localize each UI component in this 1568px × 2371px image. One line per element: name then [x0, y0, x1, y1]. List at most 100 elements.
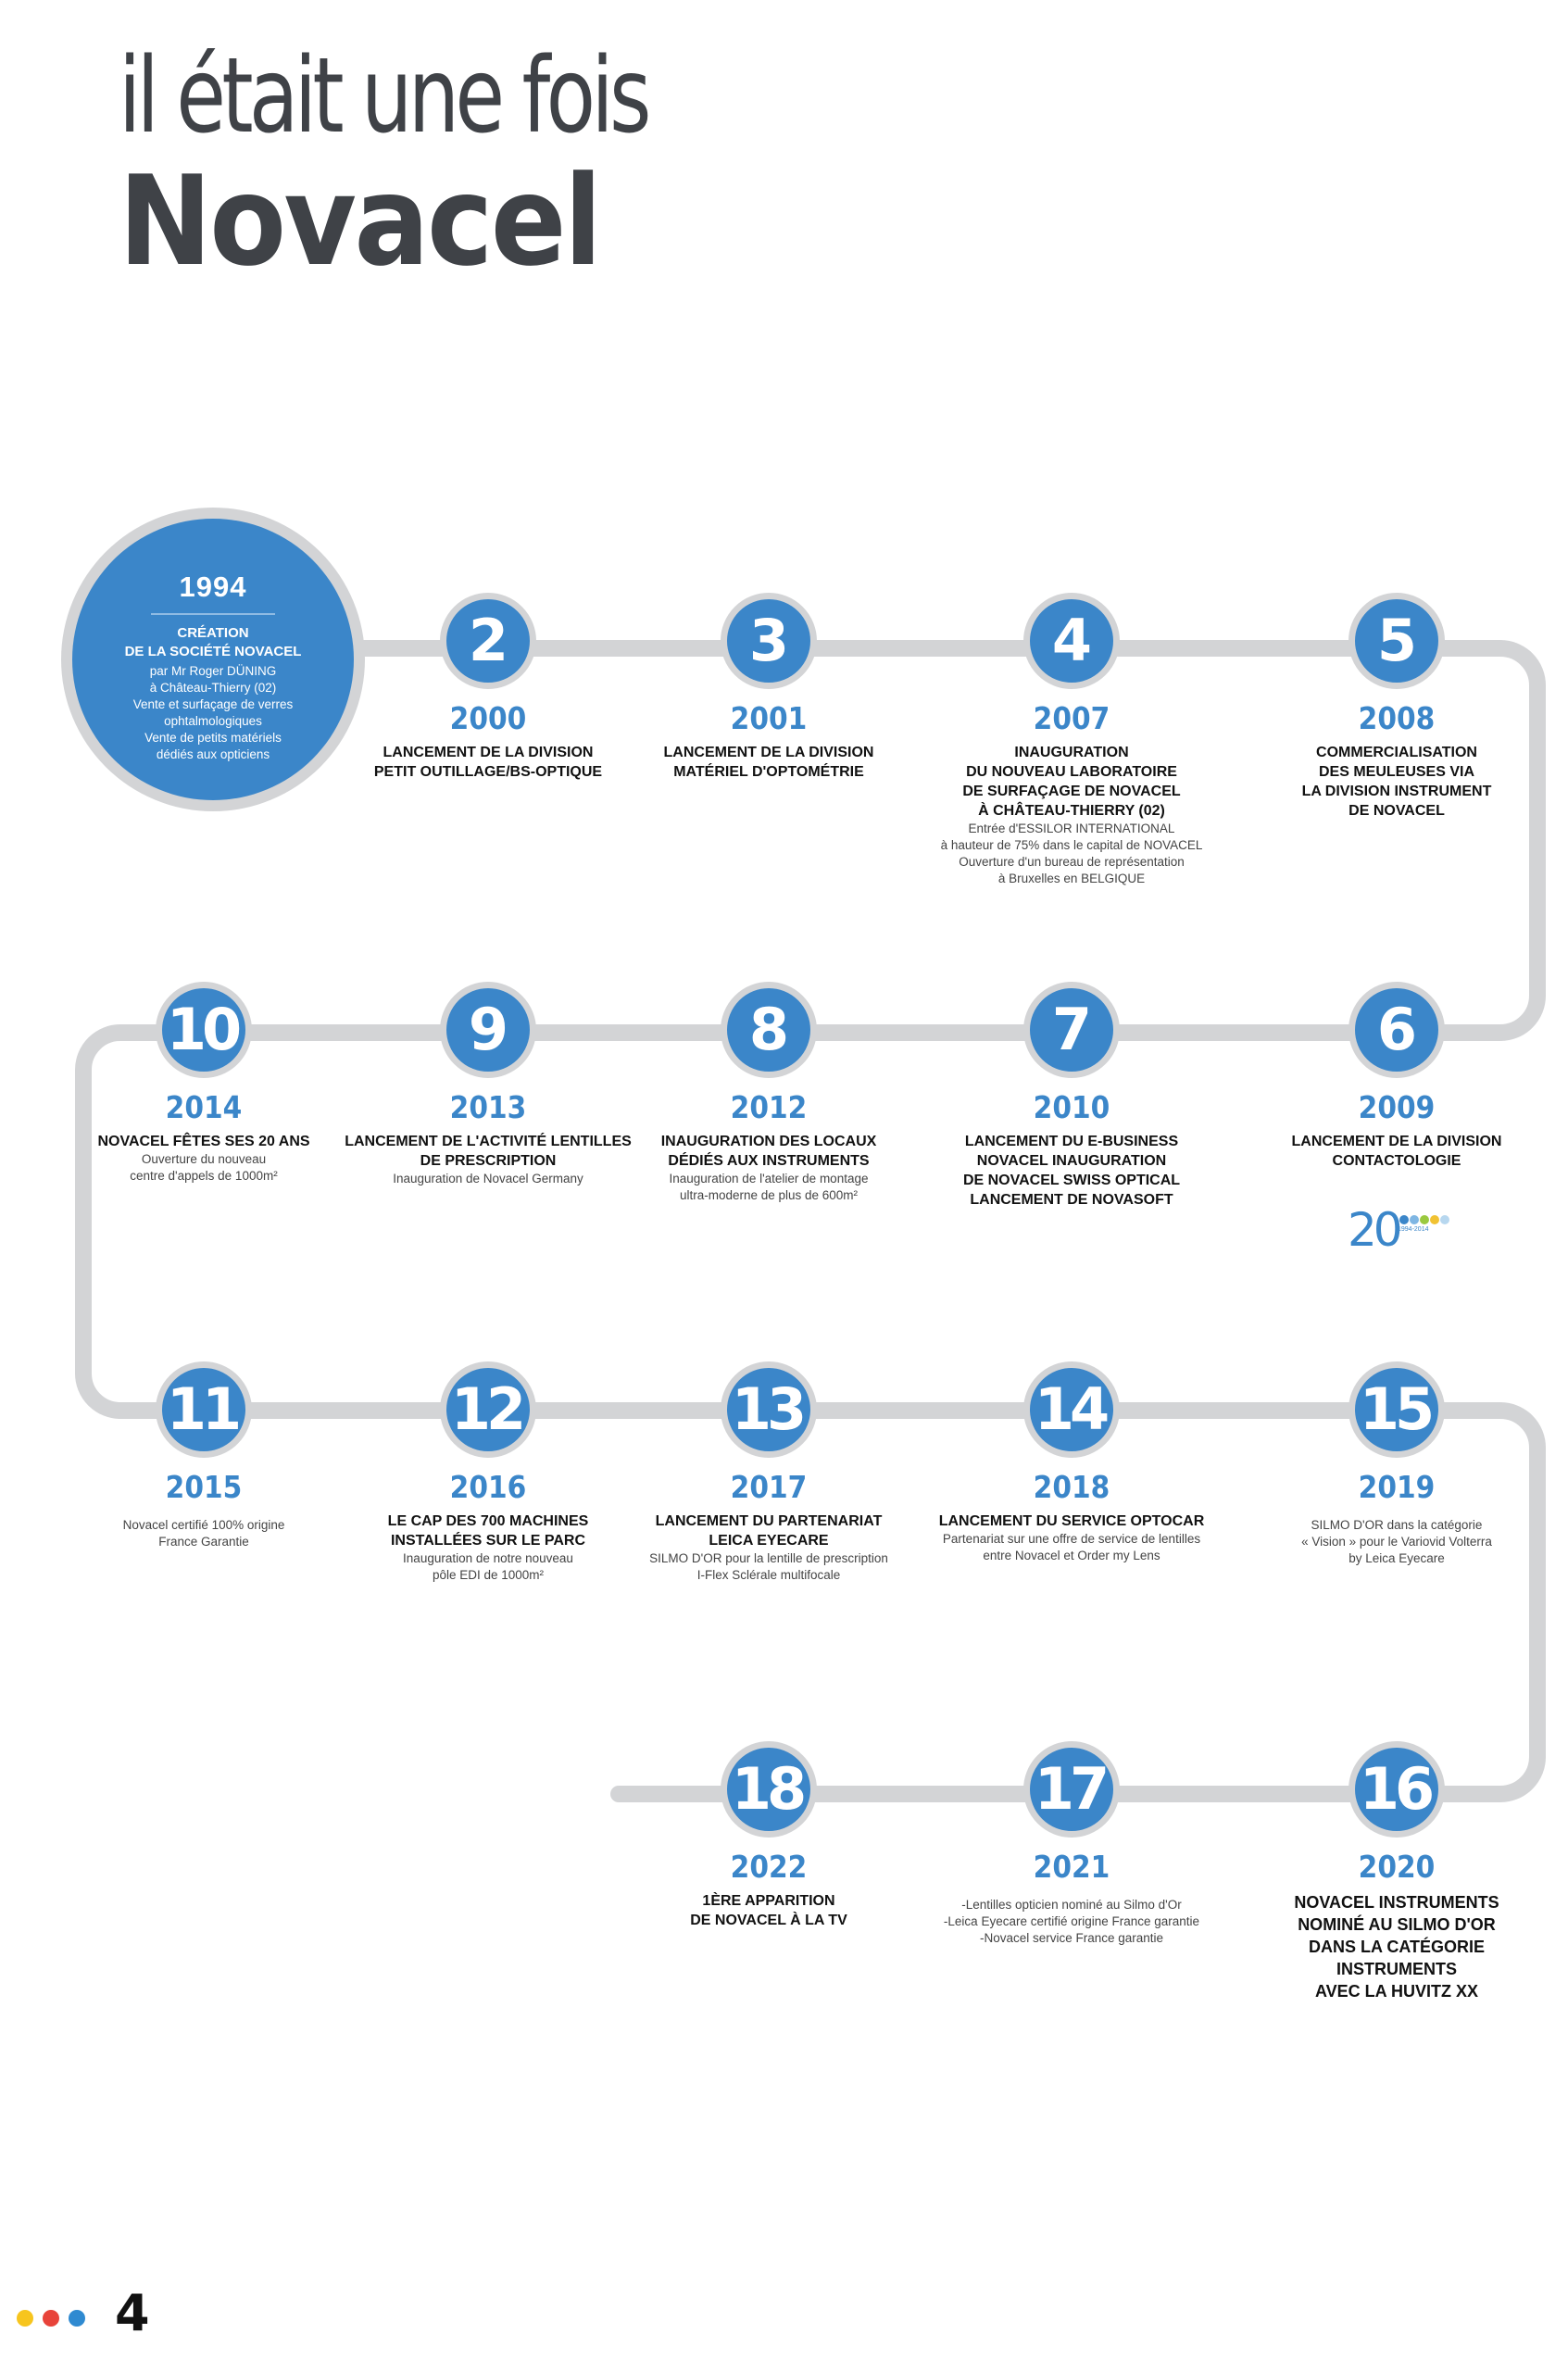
milestone-title-line: À CHÂTEAU-THIERRY (02): [978, 803, 1165, 819]
start-year: 1994: [179, 571, 247, 603]
milestone-desc-line: centre d'appels de 1000m²: [130, 1169, 278, 1183]
milestone-number-badge: 17: [1023, 1741, 1120, 1838]
milestone-title-line: CONTACTOLOGIE: [1332, 1153, 1461, 1169]
milestone-title-line: DANS LA CATÉGORIE: [1308, 1938, 1485, 1956]
milestone-description: SILMO D'OR pour la lentille de prescript…: [611, 1550, 926, 1584]
milestone-title-line: LANCEMENT DE L'ACTIVITÉ LENTILLES: [345, 1134, 632, 1149]
milestone-title-line: LANCEMENT DE LA DIVISION: [1291, 1134, 1502, 1149]
milestone-desc-line: Entrée d'ESSILOR INTERNATIONAL: [968, 822, 1175, 835]
milestone-desc-line: Inauguration de Novacel Germany: [393, 1172, 583, 1186]
milestone-desc-line: France Garantie: [158, 1535, 249, 1549]
milestone-title-line: LANCEMENT DU E-BUSINESS: [964, 1134, 1179, 1149]
start-title-line: CRÉATION: [177, 625, 249, 641]
start-title-line: DE LA SOCIÉTÉ NOVACEL: [124, 644, 302, 659]
logo-dot: [1410, 1215, 1419, 1224]
start-desc-line: à Château-Thierry (02): [149, 681, 277, 695]
milestone-year: 2012: [730, 1089, 808, 1125]
milestone-number-badge: 18: [721, 1741, 817, 1838]
milestone-title-line: INAUGURATION DES LOCAUX: [660, 1134, 877, 1149]
milestone-desc-line: SILMO D'OR dans la catégorie: [1311, 1518, 1483, 1532]
milestone-description: Ouverture du nouveau centre d'appels de 1…: [46, 1151, 361, 1185]
milestone-year: 2017: [730, 1469, 808, 1505]
milestone-description: Partenariat sur une offre de service de …: [914, 1531, 1229, 1564]
milestone-title-line: NOVACEL INSTRUMENTS: [1294, 1893, 1499, 1912]
milestone-year: 2022: [730, 1849, 808, 1885]
milestone-year: 2018: [1033, 1469, 1110, 1505]
logo-dot: [1430, 1215, 1439, 1224]
milestone-title-line: LANCEMENT DE NOVASOFT: [970, 1192, 1173, 1208]
milestone-title: NOVACEL FÊTES SES 20 ANS: [46, 1132, 361, 1151]
logo-dot: [1440, 1215, 1449, 1224]
milestone-desc-line: à hauteur de 75% dans le capital de NOVA…: [940, 838, 1203, 852]
milestone-year: 2015: [165, 1469, 243, 1505]
milestone-desc-line: pôle EDI de 1000m²: [432, 1568, 545, 1582]
start-desc-line: dédiés aux opticiens: [156, 747, 270, 761]
start-desc-line: Vente et surfaçage de verres: [132, 697, 294, 711]
milestone-2021: 17 2021 -Lentilles opticien nominé au Silm…: [914, 1741, 1229, 1947]
milestone-year: 2000: [449, 700, 527, 736]
milestone-title-line: DE NOVACEL À LA TV: [690, 1913, 847, 1928]
milestone-desc-line: « Vision » pour le Variovid Volterra: [1301, 1535, 1492, 1549]
logo-years: 1994-2014: [1398, 1226, 1429, 1233]
milestone-number-badge: 5: [1348, 593, 1445, 689]
milestone-title-line: INSTRUMENTS: [1336, 1960, 1457, 1978]
milestone-title-line: DU NOUVEAU LABORATOIRE: [966, 764, 1177, 780]
milestone-number-badge: 16: [1348, 1741, 1445, 1838]
milestone-title-line: NOVACEL FÊTES SES 20 ANS: [97, 1134, 310, 1149]
start-milestone-1994: 1994 CRÉATION DE LA SOCIÉTÉ NOVACEL par …: [61, 508, 365, 811]
milestone-title-line: NOMINÉ AU SILMO D'OR: [1298, 1915, 1496, 1934]
milestone-description: -Lentilles opticien nominé au Silmo d'Or…: [914, 1897, 1229, 1947]
milestone-title-line: LE CAP DES 700 MACHINES: [387, 1513, 589, 1529]
milestone-year: 2007: [1033, 700, 1110, 736]
milestone-desc-line: Inauguration de l'atelier de montage: [669, 1172, 869, 1186]
milestone-year: 2021: [1033, 1849, 1110, 1885]
page-title-line2: Novacel: [119, 149, 602, 294]
milestone-title-line: LANCEMENT DU SERVICE OPTOCAR: [938, 1513, 1205, 1529]
milestone-desc-line: Novacel certifié 100% origine: [122, 1518, 285, 1532]
milestone-title: LANCEMENT DU SERVICE OPTOCAR: [914, 1512, 1229, 1531]
milestone-number-badge: 9: [440, 982, 536, 1078]
milestone-year: 2013: [449, 1089, 527, 1125]
milestone-number-badge: 7: [1023, 982, 1120, 1078]
milestone-number-badge: 14: [1023, 1361, 1120, 1458]
milestone-number-badge: 15: [1348, 1361, 1445, 1458]
milestone-desc-line: by Leica Eyecare: [1348, 1551, 1445, 1565]
milestone-desc-line: Partenariat sur une offre de service de …: [942, 1532, 1201, 1546]
milestone-desc-line: à Bruxelles en BELGIQUE: [997, 872, 1146, 885]
page-number: 4: [115, 2284, 150, 2342]
milestone-year: 2020: [1358, 1849, 1436, 1885]
milestone-title-line: PETIT OUTILLAGE/BS-OPTIQUE: [373, 764, 603, 780]
milestone-number-badge: 8: [721, 982, 817, 1078]
milestone-number-badge: 13: [721, 1361, 817, 1458]
milestone-desc-line: Ouverture du nouveau: [141, 1152, 267, 1166]
milestone-title-line: LANCEMENT DU PARTENARIAT: [655, 1513, 883, 1529]
milestone-year: 2019: [1358, 1469, 1436, 1505]
milestone-desc-line: Inauguration de notre nouveau: [403, 1551, 573, 1565]
milestone-title-line: 1ÈRE APPARITION: [702, 1893, 835, 1909]
milestone-title-line: AVEC LA HUVITZ XX: [1314, 1982, 1478, 2001]
milestone-number-badge: 3: [721, 593, 817, 689]
milestone-title: NOVACEL INSTRUMENTS NOMINÉ AU SILMO D'OR D…: [1239, 1891, 1554, 2002]
milestone-title-line: DES MEULEUSES VIA: [1318, 764, 1475, 780]
milestone-number-badge: 10: [156, 982, 252, 1078]
milestone-title-line: MATÉRIEL D'OPTOMÉTRIE: [673, 764, 864, 780]
start-milestone-inner: 1994 CRÉATION DE LA SOCIÉTÉ NOVACEL par …: [72, 519, 354, 800]
milestone-desc-line: -Novacel service France garantie: [979, 1931, 1164, 1945]
